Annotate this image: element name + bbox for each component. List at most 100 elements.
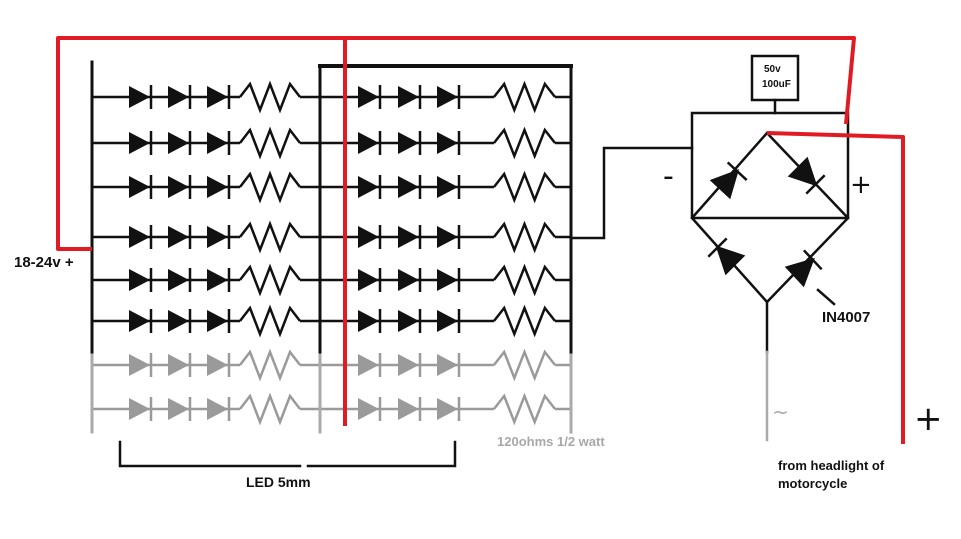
led-diode (358, 268, 382, 292)
resistor (239, 304, 301, 338)
input-plus-label: + (914, 399, 943, 439)
led-diode (207, 225, 231, 249)
led-diode (129, 268, 153, 292)
led-diode (437, 353, 461, 377)
led-diode (398, 353, 422, 377)
supply-voltage-label: 18-24v + (14, 254, 74, 271)
led-diode (129, 225, 153, 249)
led-diode (358, 309, 382, 333)
led-diode (168, 268, 192, 292)
resistor (493, 80, 556, 114)
led-diode (129, 85, 153, 109)
led-diode (207, 131, 231, 155)
led-diode (398, 131, 422, 155)
led-diode (207, 353, 231, 377)
led-row (92, 348, 320, 382)
led-diode (437, 225, 461, 249)
led-diode (129, 175, 153, 199)
led-diode (168, 175, 192, 199)
resistor (239, 220, 301, 254)
bridge-frame (690, 111, 850, 220)
led-diode (437, 268, 461, 292)
led-bracket (118, 440, 302, 468)
led-diode (207, 397, 231, 421)
led-diode (358, 225, 382, 249)
resistor (493, 170, 556, 204)
led-bracket-right (306, 440, 457, 468)
led-banks (92, 80, 571, 426)
led-diode (358, 397, 382, 421)
led-row (92, 170, 320, 204)
led-diode (168, 397, 192, 421)
led-diode (129, 131, 153, 155)
bridge-minus-label: - (663, 159, 674, 194)
led-diode (207, 309, 231, 333)
resistor (493, 126, 556, 160)
led-diode (398, 85, 422, 109)
resistor (239, 392, 301, 426)
resistor (239, 348, 301, 382)
led-row (92, 263, 320, 297)
led-row (320, 170, 571, 204)
ac-input-wire (766, 131, 905, 444)
bridge-diode-bottom-left (707, 237, 746, 276)
led-diode (168, 309, 192, 333)
bridge-diode-top-right (787, 156, 826, 195)
led-diode (398, 397, 422, 421)
led-diode (398, 225, 422, 249)
led-diode (207, 175, 231, 199)
supply-positive-wire (56, 36, 345, 251)
resistor (493, 263, 556, 297)
bridge-diodes (707, 156, 826, 288)
resistor (239, 263, 301, 297)
bridge-diode-top-left (709, 161, 748, 200)
negative-return-wire (569, 146, 694, 240)
led-diode (207, 85, 231, 109)
led-diode (358, 85, 382, 109)
led-diode (168, 353, 192, 377)
source-label-line1: from headlight of (778, 458, 885, 473)
capacitor-positive-wire (345, 36, 856, 125)
led-diode (437, 131, 461, 155)
capacitor-voltage-label: 50v (764, 64, 781, 75)
led-diode (358, 353, 382, 377)
led-diode (168, 225, 192, 249)
circuit-wiring (90, 54, 850, 468)
resistor (239, 170, 301, 204)
led-diode (398, 268, 422, 292)
led-diode (207, 268, 231, 292)
supply-wiring (56, 36, 905, 444)
diode-pointer-line (816, 288, 836, 306)
resistor-label: 120ohms 1/2 watt (497, 434, 605, 449)
resistor (239, 80, 301, 114)
resistor (493, 392, 556, 426)
led-row (320, 220, 571, 254)
source-label-line2: motorcycle (778, 476, 848, 491)
bridge-diode-bottom-right (784, 249, 823, 288)
capacitor-value-label: 100uF (762, 79, 791, 90)
led-row (320, 263, 571, 297)
led-diode (437, 175, 461, 199)
led-diode (437, 85, 461, 109)
led-row (320, 80, 571, 114)
led-row (92, 220, 320, 254)
led-diode (129, 353, 153, 377)
led-diode (358, 175, 382, 199)
bridge-plus-label: + (850, 170, 872, 200)
led-diode (129, 397, 153, 421)
led-row (92, 126, 320, 160)
led-row (92, 304, 320, 338)
resistor (239, 126, 301, 160)
led-row (320, 392, 571, 426)
led-diode (358, 131, 382, 155)
led-diode (437, 397, 461, 421)
resistor (493, 220, 556, 254)
led-diode (168, 131, 192, 155)
led-row (320, 304, 571, 338)
led-diode (398, 175, 422, 199)
resistor (493, 304, 556, 338)
led-diode (398, 309, 422, 333)
led-diode (437, 309, 461, 333)
diode-type-label: IN4007 (822, 309, 871, 326)
